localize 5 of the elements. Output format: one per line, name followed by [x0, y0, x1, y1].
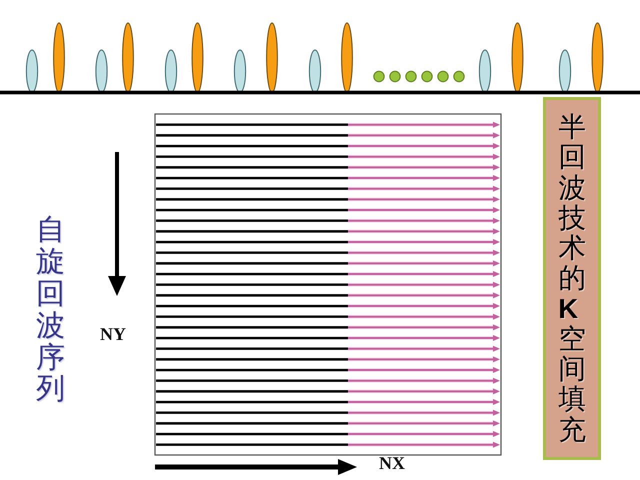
vertical-title-band [543, 97, 601, 460]
axis-label: NY [100, 324, 126, 345]
axis-label: NX [379, 453, 405, 474]
vertical-title: 半回波技术的K空间填充 [558, 112, 586, 445]
vertical-label: 自旋回波序列 [36, 214, 65, 406]
